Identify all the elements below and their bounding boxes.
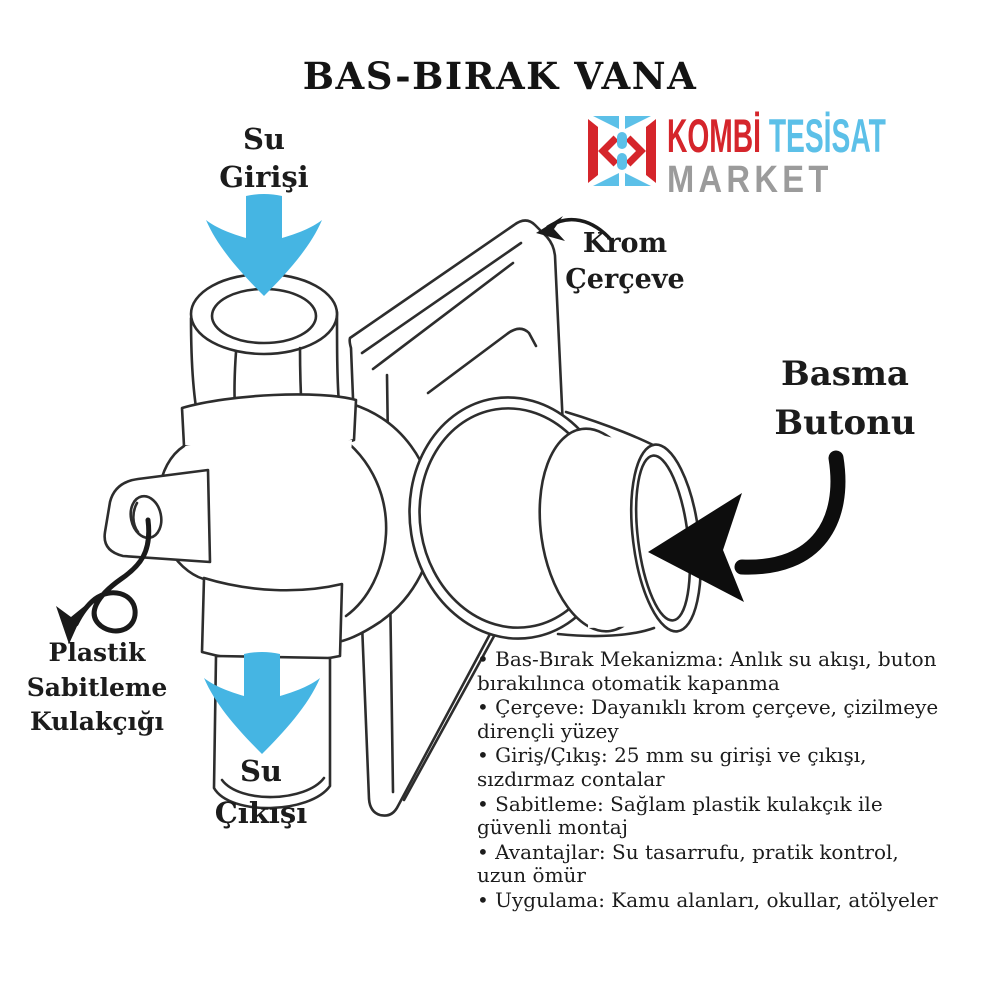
outlet-arrow-icon — [204, 652, 320, 754]
feature-item: Bas-Bırak Mekanizma: Anlık su akışı, but… — [477, 647, 951, 695]
page-title: BAS-BIRAK VANA — [302, 54, 698, 98]
tab-arrow-icon — [56, 517, 152, 644]
brand-logo-text: KOMBİ TESİSAT MARKET — [667, 112, 1000, 199]
brand-word-kombi: KOMBİ — [667, 109, 761, 162]
brand-word-tesisat: TESİSAT — [768, 109, 886, 162]
label-push-button: Basma Butonu — [774, 354, 916, 444]
feature-item: Sabitleme: Sağlam plastik kulakçık ile g… — [477, 792, 951, 840]
brand-word-market: MARKET — [667, 159, 833, 201]
inlet-arrow-icon — [206, 194, 322, 296]
feature-list: Bas-Bırak Mekanizma: Anlık su akışı, but… — [477, 647, 951, 914]
feature-item: Çerçeve: Dayanıklı krom çerçeve, çizilme… — [477, 695, 951, 743]
label-water-outlet: Su Çıkışı — [214, 754, 308, 831]
valve-body-drawing — [103, 272, 436, 810]
brand-logo: KOMBİ TESİSAT MARKET — [585, 112, 1000, 199]
button-arrow-icon — [648, 450, 846, 602]
label-chrome-frame: Krom Çerçeve — [565, 228, 685, 295]
feature-item: Avantajlar: Su tasarrufu, pratik kontrol… — [477, 840, 951, 888]
label-mounting-tab: Plastik Sabitleme Kulakçığı — [26, 638, 168, 736]
label-water-inlet: Su Girişi — [219, 122, 309, 195]
feature-item: Giriş/Çıkış: 25 mm su girişi ve çıkışı, … — [477, 744, 951, 791]
feature-item: Uygulama: Kamu alanları, okullar, atölye… — [477, 888, 951, 913]
push-button-drawing — [408, 396, 702, 640]
brand-logo-icon — [588, 116, 656, 186]
frame-arrow-icon — [536, 216, 614, 243]
